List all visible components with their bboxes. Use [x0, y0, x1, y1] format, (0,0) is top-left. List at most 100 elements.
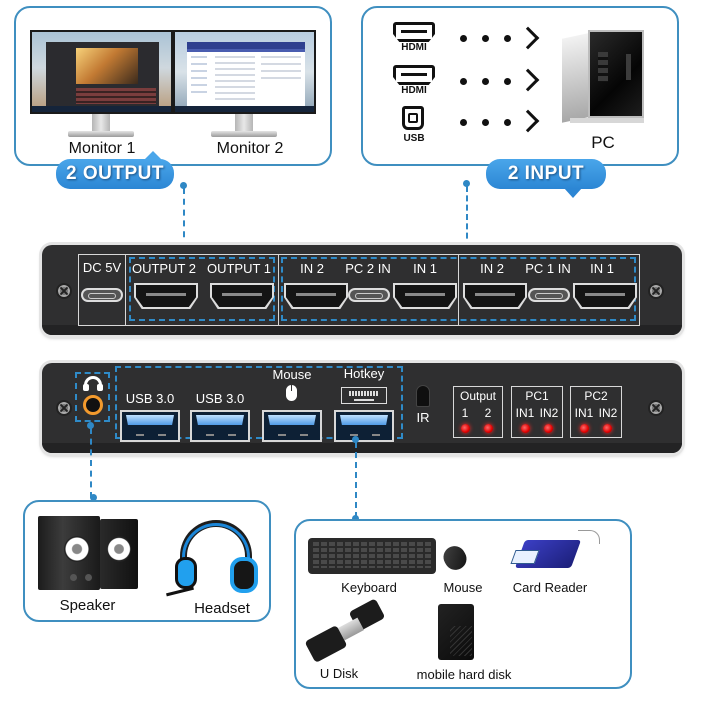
output-connector-line	[183, 188, 185, 248]
monitor-2-label: Monitor 2	[216, 140, 284, 157]
hard-disk-label: mobile hard disk	[416, 667, 512, 682]
output-1-label: OUTPUT 1	[206, 261, 272, 276]
output-2-led	[484, 424, 493, 433]
connector-dot	[352, 515, 359, 522]
pc1-indicator-box	[511, 386, 563, 438]
hdmi-icon	[393, 65, 435, 85]
dc-5v-usb-c-port[interactable]	[81, 288, 123, 302]
dot-bullet	[460, 35, 467, 42]
monitor-1-screen	[30, 30, 173, 114]
pc2-in1-label: IN 1	[413, 261, 437, 276]
hard-disk-image	[438, 604, 474, 660]
output-ports-group	[129, 257, 275, 321]
mouse-usb-port[interactable]	[262, 410, 322, 442]
hdmi-icon	[393, 22, 435, 42]
dot-bullet	[482, 78, 489, 85]
section-divider	[278, 254, 279, 326]
pc1-in2-hdmi-port[interactable]	[463, 283, 527, 309]
ir-label: IR	[416, 410, 430, 425]
dot-bullet	[504, 78, 511, 85]
input-badge: 2 INPUT	[486, 159, 606, 198]
connector-dot	[90, 494, 97, 501]
usb-3-0-label: USB 3.0	[195, 391, 245, 406]
indicator-label: IN2	[539, 406, 559, 420]
pc1-in1-led	[521, 424, 530, 433]
usb-3-0-port[interactable]	[120, 410, 180, 442]
output-2-label: OUTPUT 2	[131, 261, 197, 276]
mouse-icon	[286, 385, 297, 401]
monitor-1-stand	[92, 114, 110, 132]
pc2-in1-hdmi-port[interactable]	[393, 283, 457, 309]
pc2-in2-hdmi-port[interactable]	[284, 283, 348, 309]
dot-bullet	[460, 78, 467, 85]
badge-pointer	[144, 151, 162, 160]
dot-bullet	[460, 119, 467, 126]
connector-dot	[352, 436, 359, 443]
audio-jack[interactable]	[83, 395, 103, 415]
screw-icon	[648, 400, 664, 416]
dot-bullet	[504, 119, 511, 126]
connector-dot	[463, 180, 470, 187]
hotkey-port-label: Hotkey	[343, 366, 385, 381]
pc1-in2-led	[544, 424, 553, 433]
keyboard-label: Keyboard	[341, 580, 397, 595]
input-badge-label: 2 INPUT	[507, 163, 585, 184]
hotkey-usb-port[interactable]	[334, 410, 394, 442]
monitor-2-screen	[173, 30, 316, 114]
monitor-1	[30, 30, 173, 140]
ir-receiver	[416, 385, 430, 407]
badge-pointer	[564, 188, 582, 198]
headphone-icon	[83, 376, 103, 391]
audio-port-group	[75, 372, 110, 422]
mouse-label: Mouse	[443, 580, 483, 595]
pc2-in2-label: IN 2	[300, 261, 324, 276]
hdmi-caption: HDMI	[401, 42, 427, 53]
usb-3-0-port[interactable]	[190, 410, 250, 442]
pc1-in2-label: IN 2	[480, 261, 504, 276]
video-editor-window	[46, 42, 159, 108]
pc1-in1-label: IN 1	[590, 261, 614, 276]
dot-bullet	[504, 35, 511, 42]
pc1-usb-label: PC 1 IN	[525, 261, 571, 276]
monitor-2	[173, 30, 316, 140]
audio-connector-line	[90, 428, 92, 498]
connector-dot	[87, 422, 94, 429]
indicator-title: Output	[459, 389, 497, 403]
pc2-indicator-box	[570, 386, 622, 438]
monitor-2-stand	[235, 114, 253, 132]
keyboard-image	[308, 538, 436, 574]
keyboard-icon	[341, 387, 387, 404]
screw-icon	[648, 283, 664, 299]
input-connector-line	[466, 186, 468, 248]
output-2-hdmi-port[interactable]	[134, 283, 198, 309]
dot-bullet	[482, 35, 489, 42]
headset-label: Headset	[194, 600, 250, 617]
indicator-title: PC1	[525, 389, 549, 403]
output-1-hdmi-port[interactable]	[210, 283, 274, 309]
mouse-port-label: Mouse	[272, 367, 312, 382]
pc-label: PC	[591, 133, 615, 152]
dot-bullet	[482, 119, 489, 126]
pc2-in2-led	[603, 424, 612, 433]
pc2-usb-c-port[interactable]	[348, 288, 390, 302]
pc2-usb-label: PC 2 IN	[345, 261, 391, 276]
power-section	[78, 254, 126, 326]
output-badge-label: 2 OUTPUT	[66, 163, 164, 184]
indicator-title: PC2	[584, 389, 608, 403]
pc1-in1-hdmi-port[interactable]	[573, 283, 637, 309]
email-window	[187, 42, 305, 108]
section-divider	[458, 254, 459, 326]
indicator-label: 1	[461, 406, 469, 420]
usb-connector-line	[355, 442, 357, 518]
indicator-label: IN2	[598, 406, 618, 420]
monitor-1-base	[68, 131, 134, 137]
connector-dot	[180, 182, 187, 189]
output-badge: 2 OUTPUT	[56, 151, 174, 189]
usb-b-icon	[402, 106, 424, 130]
indicator-label: 2	[484, 406, 492, 420]
usb-caption: USB	[403, 133, 425, 144]
pc1-usb-c-port[interactable]	[528, 288, 570, 302]
card-reader-label: Card Reader	[512, 580, 588, 595]
u-disk-label: U Disk	[319, 666, 359, 681]
hdmi-caption: HDMI	[401, 85, 427, 96]
